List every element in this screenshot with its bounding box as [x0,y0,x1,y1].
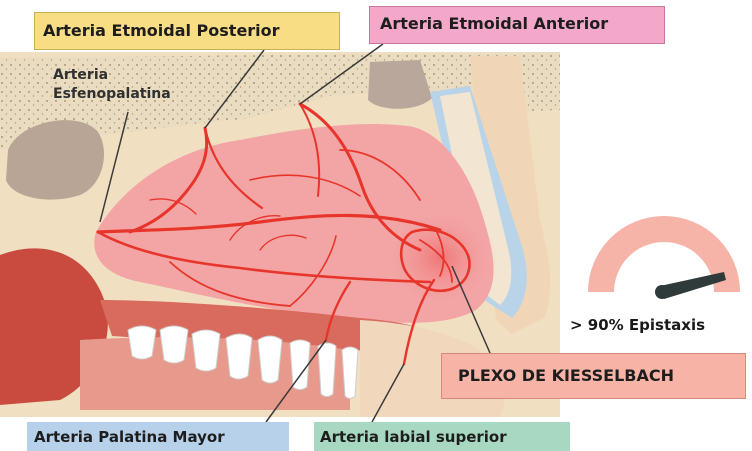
label-esfenopalatina: Arteria Esfenopalatina [53,66,171,104]
label-esfenopalatina-line2: Esfenopalatina [53,85,171,104]
label-etmoidal-anterior: Arteria Etmoidal Anterior [369,6,665,44]
label-labial-superior: Arteria labial superior [314,422,570,451]
kiesselbach-area [382,206,498,310]
gauge-text: > 90% Epistaxis [570,316,705,334]
label-esfenopalatina-line1: Arteria [53,66,171,85]
label-plexo-kiesselbach: PLEXO DE KIESSELBACH [441,353,746,399]
label-etmoidal-posterior: Arteria Etmoidal Posterior [34,12,340,50]
label-palatina-mayor: Arteria Palatina Mayor [27,422,289,451]
